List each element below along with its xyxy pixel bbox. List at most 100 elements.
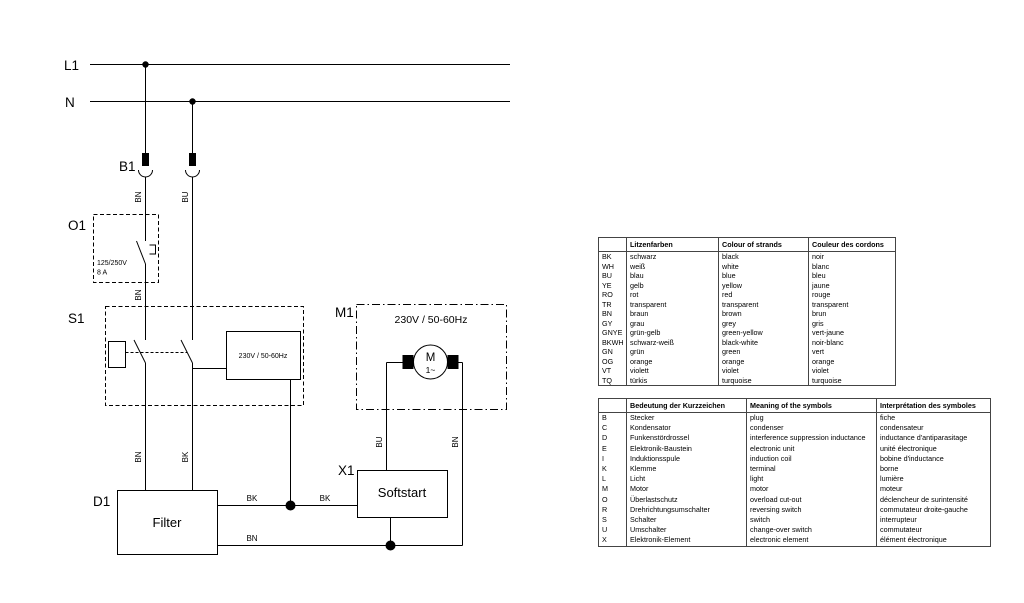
plug-connector-icon (138, 169, 153, 178)
table-cell: induction coil (746, 453, 877, 465)
table-cell: R (598, 504, 627, 516)
junction-dots (142, 61, 459, 551)
table-cell: white (718, 261, 809, 271)
wire-label-bk: BK (181, 451, 190, 462)
table-header-cell: Colour of strands (718, 237, 809, 252)
table-cell: grey (718, 318, 809, 328)
table-cell: unité électronique (876, 443, 991, 454)
table-cell: red (718, 290, 809, 300)
table-cell: orange (626, 356, 719, 366)
table-cell: change-over switch (746, 525, 877, 536)
table-cell: brun (808, 309, 896, 319)
table-cell: C (598, 423, 627, 434)
table-cell: vert-jaune (808, 328, 896, 338)
table-cell: Induktionsspule (626, 453, 747, 465)
table-cell: TQ (598, 375, 627, 386)
table-cell: Elektronik-Baustein (626, 443, 747, 454)
table-cell: black (718, 251, 809, 262)
table-cell: Schalter (626, 515, 747, 526)
table-cell: violett (626, 366, 719, 376)
table-cell: gelb (626, 280, 719, 290)
table-cell: Stecker (626, 412, 747, 424)
overload-contact (136, 240, 146, 265)
wire-label-bk: BK (247, 494, 258, 503)
switch-contact (133, 339, 146, 364)
table-cell: commutateur droite-gauche (876, 504, 991, 516)
table-cell: rot (626, 290, 719, 300)
s1-enclosure (105, 306, 304, 406)
table-header-cell: Bedeutung der Kurzzeichen (626, 398, 747, 413)
filter-label: Filter (153, 515, 183, 530)
m1-enclosure (356, 304, 507, 410)
table-cell: orange (718, 356, 809, 366)
table-cell: jaune (808, 280, 896, 290)
table-cell: GN (598, 347, 627, 357)
junction-dot (142, 61, 149, 68)
table-cell: BKWH (598, 337, 627, 347)
table-cell: green (718, 347, 809, 357)
table-cell: B (598, 412, 627, 424)
wire-label-bn: BN (134, 451, 143, 462)
wire-label-bu: BU (375, 436, 384, 447)
table-cell: vert (808, 347, 896, 357)
table-cell: GY (598, 318, 627, 328)
motor-terminal (447, 355, 459, 369)
table-cell: Umschalter (626, 525, 747, 536)
table-cell: borne (876, 464, 991, 475)
table-cell: schwarz-weiß (626, 337, 719, 347)
table-cell: schwarz (626, 251, 719, 262)
table-cell: interference suppression inductance (746, 433, 877, 444)
table-cell: BK (598, 251, 627, 262)
table-cell: orange (808, 356, 896, 366)
table-cell: condensateur (876, 423, 991, 434)
table-cell: X (598, 535, 627, 547)
table-cell: Licht (626, 474, 747, 485)
motor-letter: M (426, 352, 436, 364)
table-cell: transparent (718, 299, 809, 309)
plug-pin (189, 153, 196, 166)
motor-terminal (402, 355, 414, 369)
table-cell: blau (626, 271, 719, 281)
table-header-cell: Couleur des cordons (808, 237, 896, 252)
table-cell: O (598, 494, 627, 505)
fuse-rating-line2: 8 A (97, 270, 107, 277)
table-cell: motor (746, 484, 877, 495)
table-cell: bleu (808, 271, 896, 281)
label-x1: X1 (338, 463, 355, 478)
wire-label-bn: BN (246, 534, 257, 543)
table-header-cell: Meaning of the symbols (746, 398, 877, 413)
wire-label-bk: BK (320, 494, 331, 503)
table-cell: overload cut-out (746, 494, 877, 505)
table-cell: OG (598, 356, 627, 366)
table-cell: M (598, 484, 627, 495)
table-cell: déclencheur de surintensité (876, 494, 991, 505)
filter-box (117, 490, 218, 555)
table-cell: grün (626, 347, 719, 357)
table-cell: weiß (626, 261, 719, 271)
switch-contact (180, 339, 193, 364)
table-cell: Kondensator (626, 423, 747, 434)
table-cell: black-white (718, 337, 809, 347)
table-cell: electronic unit (746, 443, 877, 454)
wires (90, 64, 510, 555)
table-cell: RO (598, 290, 627, 300)
